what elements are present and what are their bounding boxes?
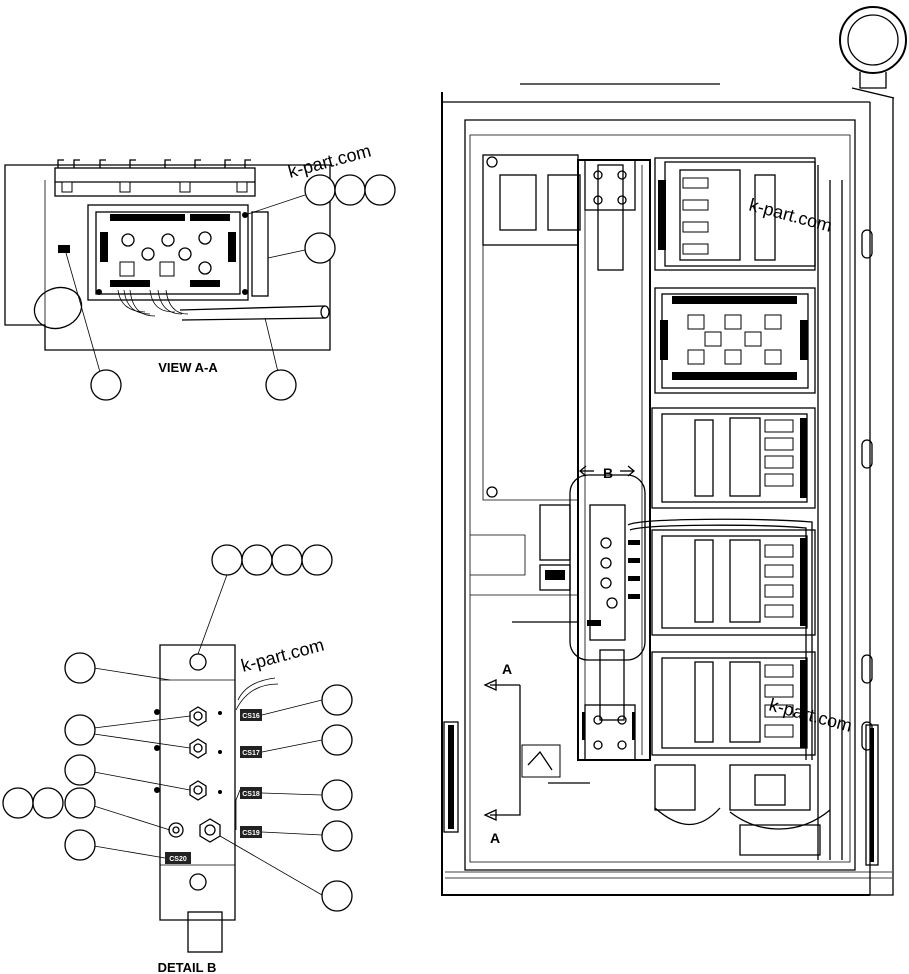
detail-b: CS16 CS17 CS18 CS19 CS20 [2, 544, 353, 974]
watermark: k-part.com [239, 635, 326, 676]
wire-tag-label: CS18 [242, 791, 260, 798]
hex-fittings [168, 706, 221, 843]
connector-strip-top [110, 214, 230, 287]
section-marker-a-bottom: A [490, 830, 500, 846]
section-marker-a-top: A [502, 661, 512, 677]
wire-tag-label: CS16 [242, 713, 260, 720]
upper-clamp [584, 159, 636, 211]
wire-harness [117, 289, 330, 321]
view-aa-title: VIEW A-A [158, 360, 218, 375]
callout-bubbles-detail-b [2, 544, 353, 912]
wire-tags: CS16 CS17 CS18 CS19 CS20 [165, 709, 262, 864]
watermark: k-part.com [747, 195, 834, 236]
controller-modules [651, 157, 816, 756]
mounting-hooks [57, 159, 251, 193]
lifting-eye [839, 6, 907, 74]
pin-component [58, 245, 70, 253]
cabinet-view: B [441, 6, 907, 896]
wire-tag-label: CS17 [242, 750, 260, 757]
wire-tag-label: CS20 [169, 856, 187, 863]
wire-tag-label: CS19 [242, 830, 260, 837]
lower-clamp [584, 704, 636, 761]
callout-bubbles-view-aa [90, 174, 396, 401]
section-marker-b: B [603, 465, 613, 481]
detail-b-title: DETAIL B [158, 960, 217, 974]
view-aa: VIEW A-A k-part.com [4, 141, 396, 401]
